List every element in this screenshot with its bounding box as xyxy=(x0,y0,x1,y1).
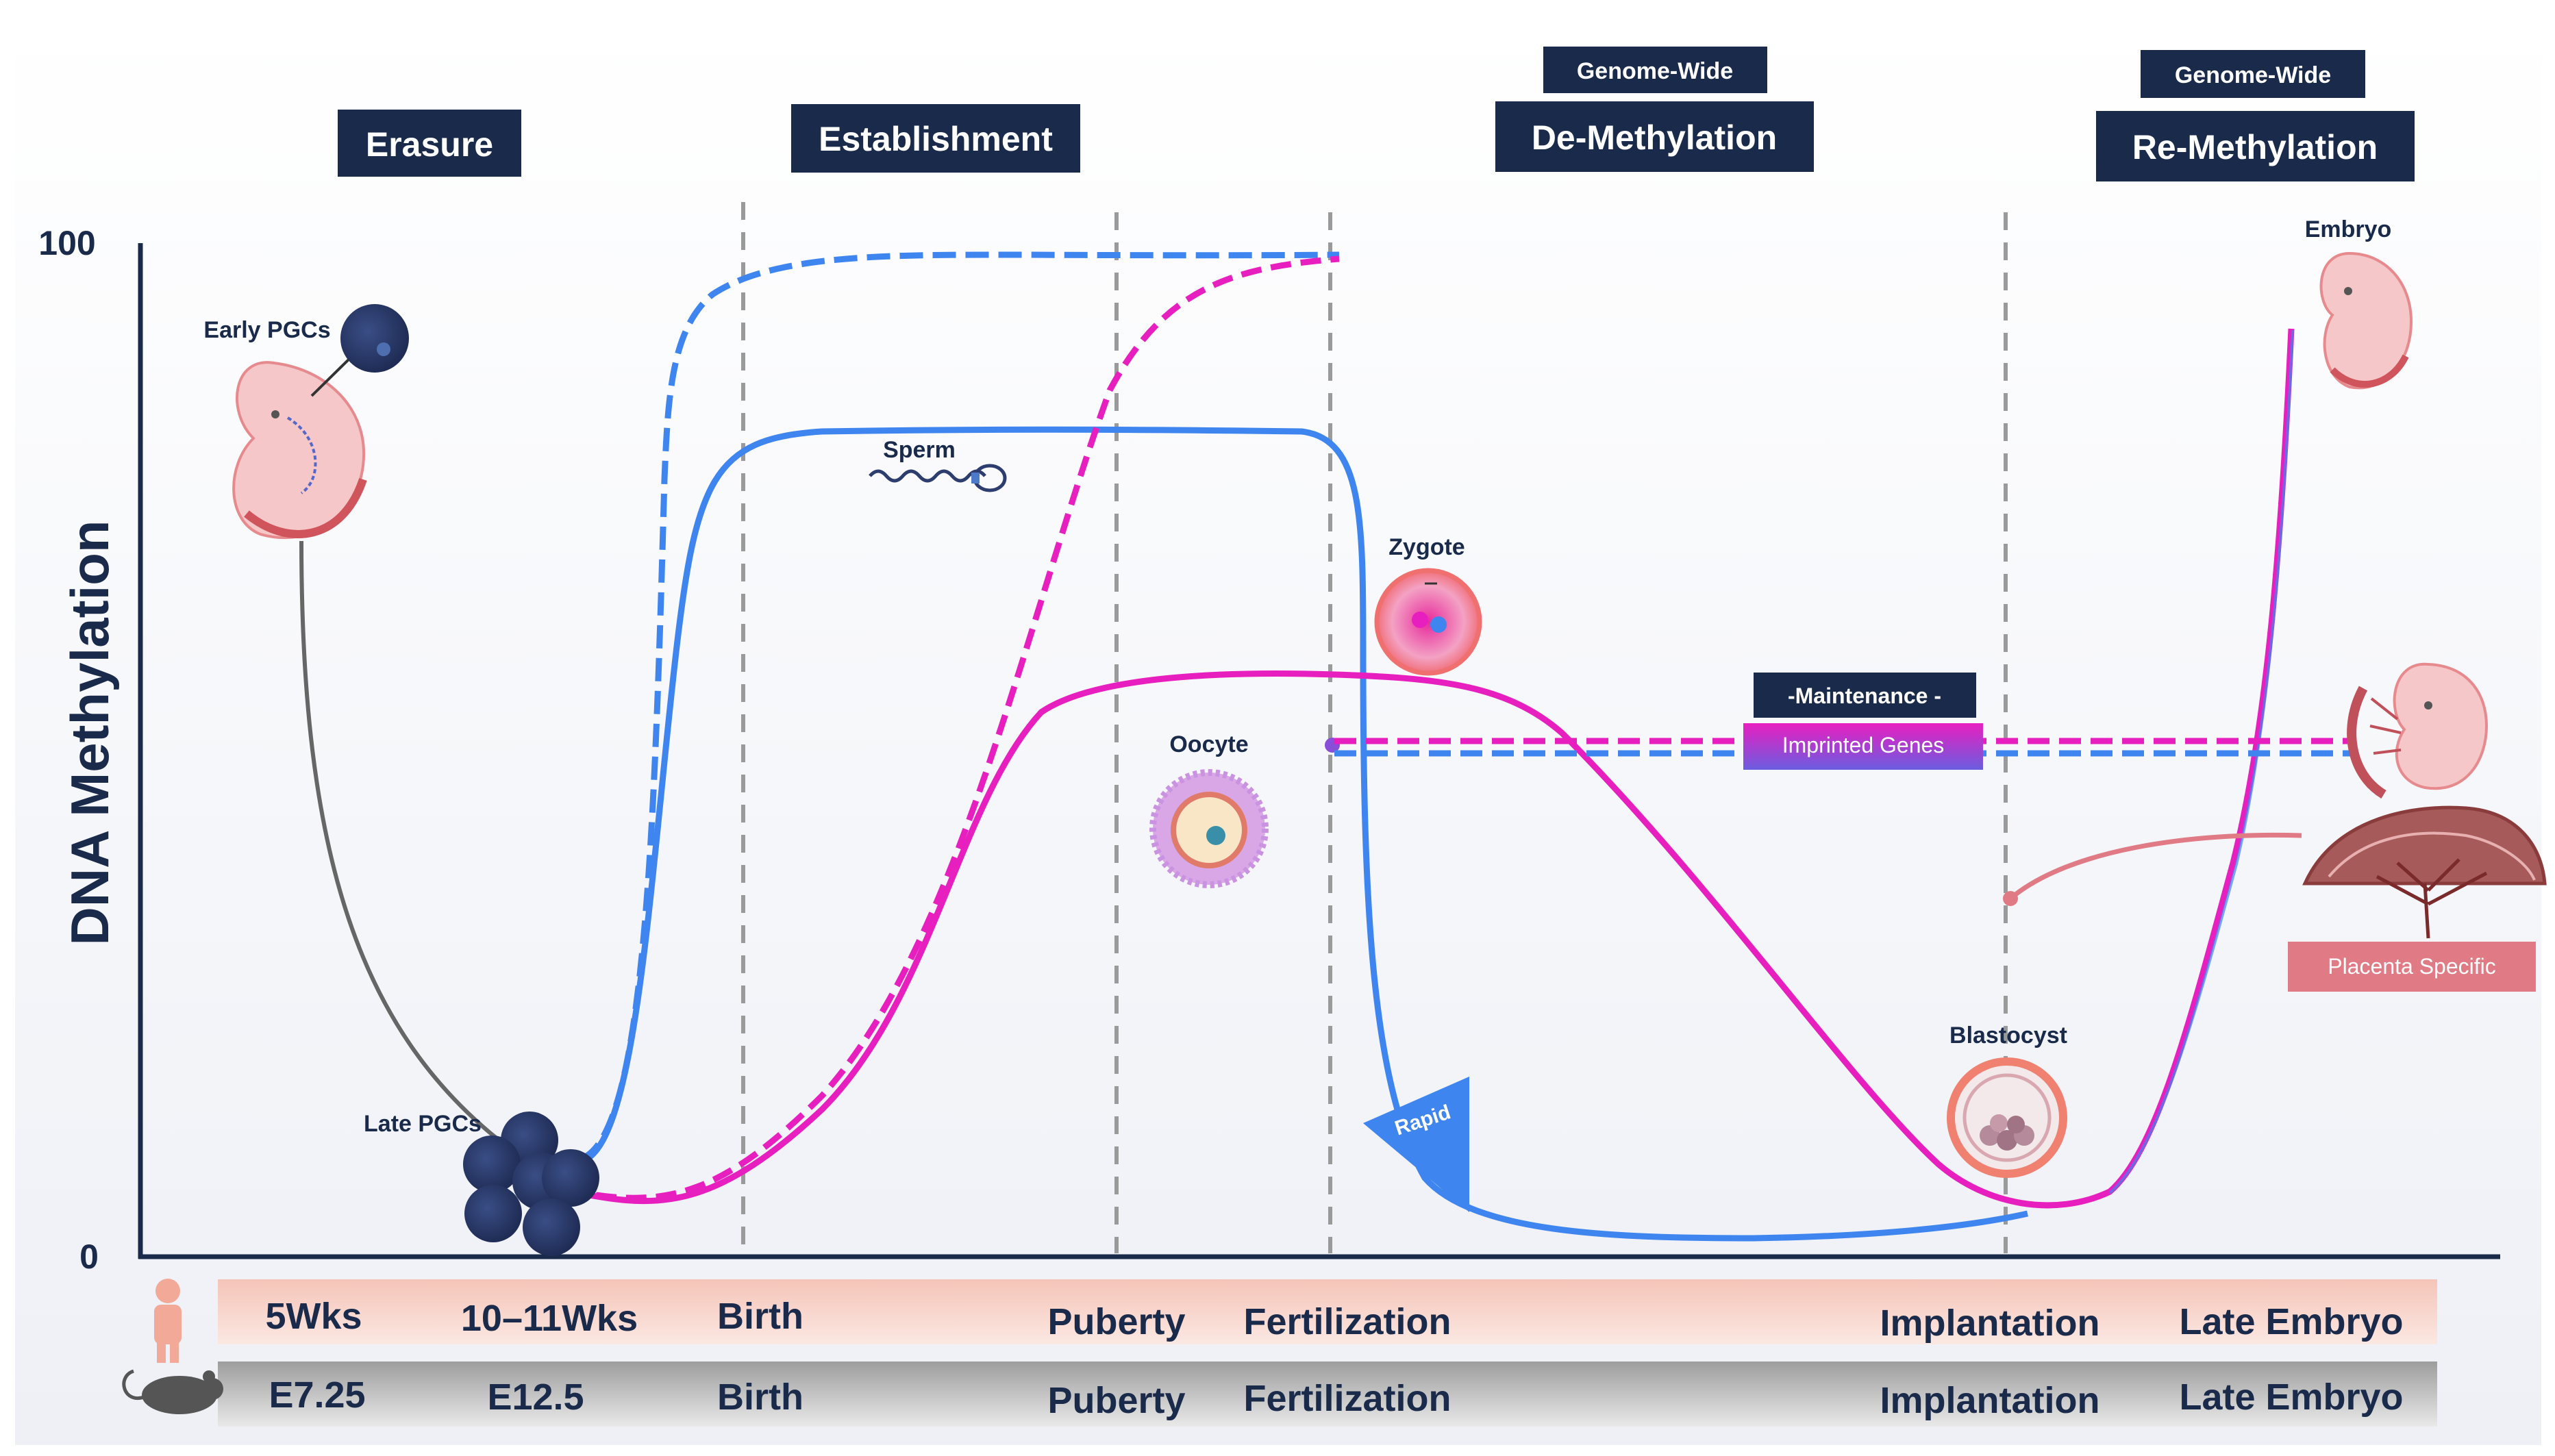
phase-erasure: Erasure xyxy=(366,125,493,164)
imprinted-label: Imprinted Genes xyxy=(1782,733,1945,757)
sperm-icon xyxy=(869,464,1007,492)
placenta-connector-dot xyxy=(2003,891,2018,906)
late-pgcs-label: Late PGCs xyxy=(364,1111,482,1137)
early-pgcs-label: Early PGCs xyxy=(203,317,330,343)
placenta-box xyxy=(2288,942,2536,992)
human-tick-label: Late Embryo xyxy=(2179,1301,2403,1342)
human-tick-label: Fertilization xyxy=(1243,1301,1451,1342)
human-timeline-band xyxy=(218,1279,2437,1344)
early-pgc-cell-icon xyxy=(340,304,409,373)
blastocyst-icon xyxy=(1947,1057,2067,1178)
mouse-tick-label: Birth xyxy=(717,1377,803,1418)
mouse-silhouette-icon xyxy=(122,1369,223,1414)
phase-establishment: Establishment xyxy=(819,120,1053,158)
human-tick-label: Birth xyxy=(717,1296,803,1337)
mouse-tick-label: E7.25 xyxy=(269,1375,365,1416)
y-min-label: 0 xyxy=(79,1238,99,1276)
phase-demethylation-top: Genome-Wide xyxy=(1577,58,1733,84)
placenta-label: Placenta Specific xyxy=(2328,954,2495,979)
embryo-label: Embryo xyxy=(2305,216,2392,242)
phase-establishment-box xyxy=(791,104,1080,173)
phase-remethylation-top: Genome-Wide xyxy=(2175,62,2331,88)
phase-demethylation-top-box xyxy=(1543,47,1767,93)
maintenance-box xyxy=(1754,673,1976,718)
phase-remethylation: Re-Methylation xyxy=(2132,128,2378,166)
human-tick-label: Implantation xyxy=(1880,1303,2100,1344)
y-max-label: 100 xyxy=(38,224,95,262)
placenta-icon xyxy=(2302,805,2547,939)
imprinted-box xyxy=(1743,723,1983,770)
mouse-tick-label: E12.5 xyxy=(487,1377,584,1418)
embryo-placenta-icon xyxy=(2347,662,2489,799)
mouse-tick-label: Fertilization xyxy=(1243,1378,1451,1419)
blastocyst-label: Blastocyst xyxy=(1949,1022,2067,1049)
phase-remethylation-top-box xyxy=(2141,50,2365,98)
mouse-tick-label: Implantation xyxy=(1880,1380,2100,1421)
human-tick-label: Puberty xyxy=(1047,1301,1185,1342)
mouse-timeline-band xyxy=(218,1361,2437,1427)
maintenance-label: -Maintenance - xyxy=(1788,683,1941,708)
oocyte-solid-curve xyxy=(588,328,2295,1209)
y-axis-title: DNA Methylation xyxy=(60,520,120,945)
human-silhouette-icon xyxy=(154,1279,182,1363)
oocyte-dashed-curve xyxy=(595,255,1340,1201)
phase-demethylation: De-Methylation xyxy=(1532,118,1777,157)
human-tick-label: 5Wks xyxy=(265,1296,362,1337)
late-pgcs-cluster-icon xyxy=(463,1112,599,1256)
phase-remethylation-box xyxy=(2096,111,2415,181)
phase-erasure-box xyxy=(338,110,521,177)
placenta-connector xyxy=(2008,832,2302,901)
mouse-tick-label: Puberty xyxy=(1047,1380,1185,1421)
oocyte-label: Oocyte xyxy=(1169,731,1248,757)
early-pgcs-embryo-icon xyxy=(232,304,409,540)
oocyte-icon xyxy=(1149,769,1269,888)
pgc-erasure-curve xyxy=(299,540,514,1153)
sperm-label: Sperm xyxy=(883,437,956,463)
background-panel xyxy=(15,21,2541,1445)
mouse-tick-label: Late Embryo xyxy=(2179,1377,2403,1418)
human-tick-label: 10–11Wks xyxy=(461,1298,638,1339)
late-embryo-icon xyxy=(2319,251,2413,390)
zygote-label: Zygote xyxy=(1388,534,1465,560)
zygote-icon xyxy=(1374,568,1482,676)
rapid-arrow xyxy=(1363,1077,1469,1212)
sperm-solid-curve xyxy=(587,426,2028,1242)
phase-demethylation-box xyxy=(1495,101,1814,172)
